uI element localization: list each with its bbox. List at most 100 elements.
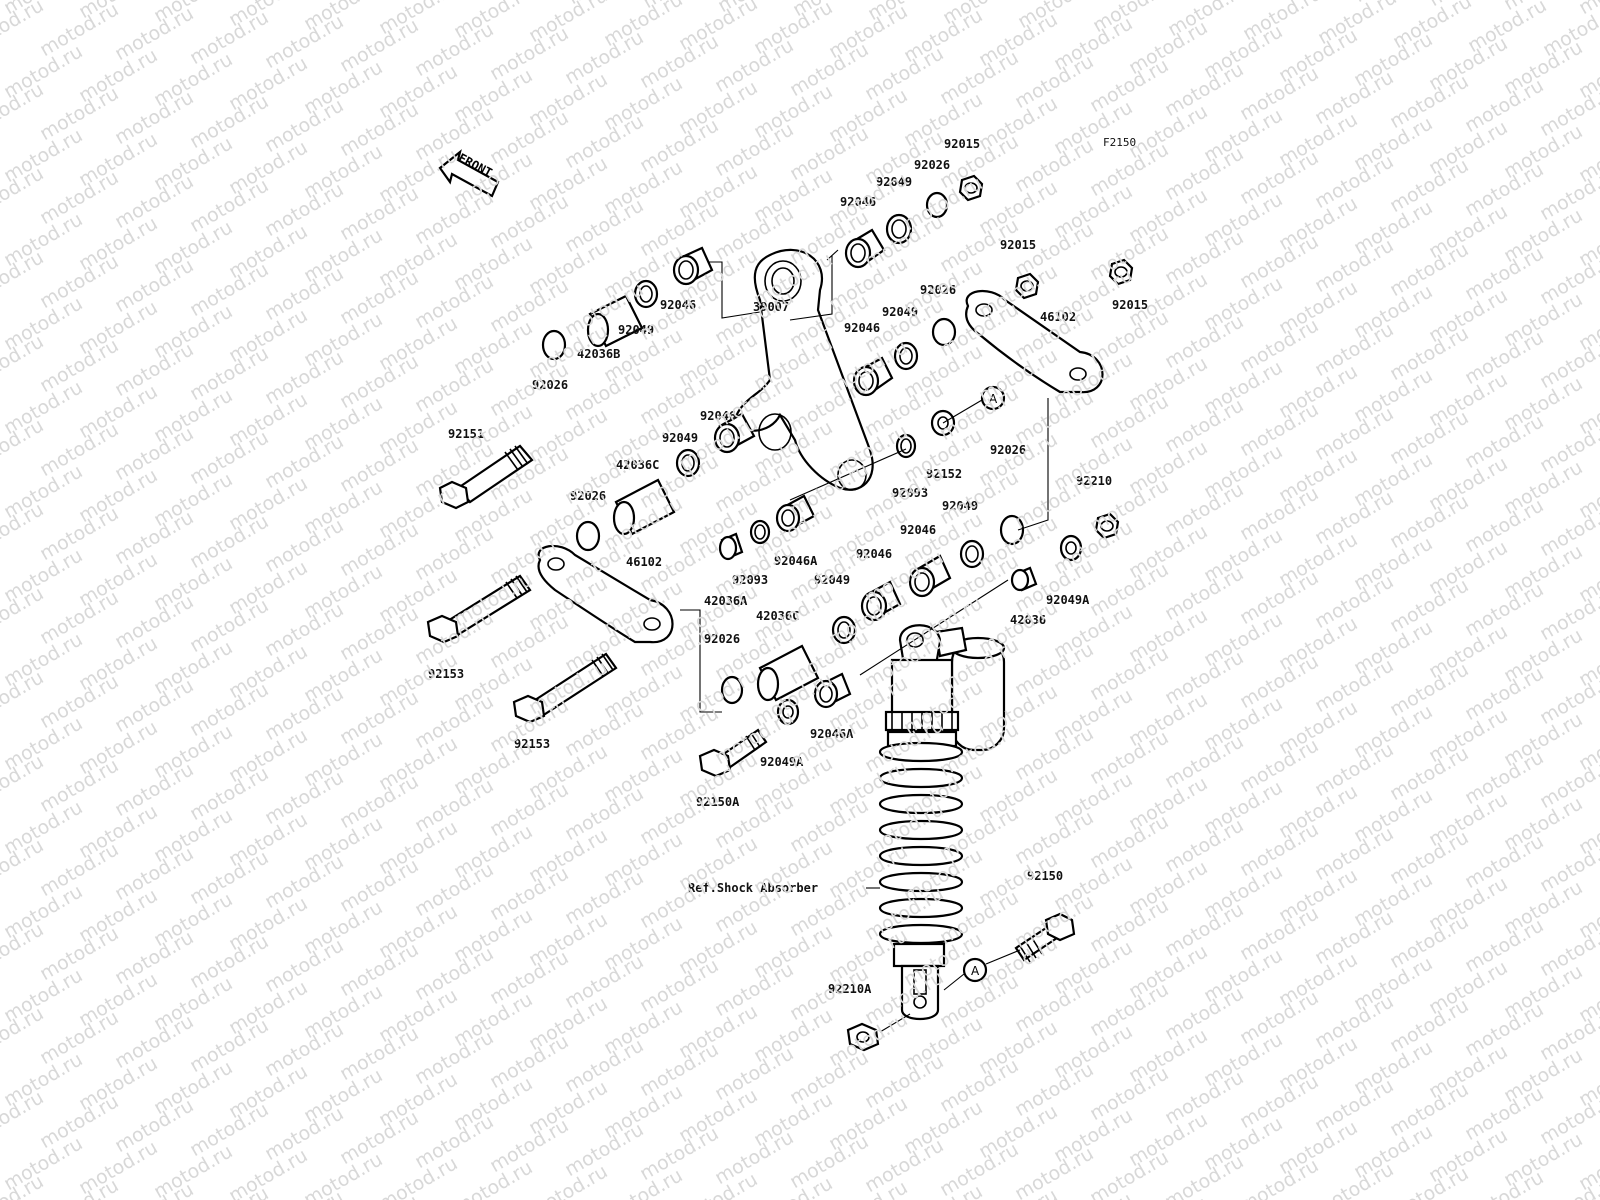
part-label[interactable]: 92049A [760, 755, 804, 769]
nut-92210 [1094, 512, 1120, 540]
part-label[interactable]: 46102 [1040, 310, 1076, 324]
front-arrow-icon: FRONT [438, 149, 500, 198]
callout-a-upper-label: A [989, 392, 998, 406]
part-label[interactable]: 92093 [892, 486, 928, 500]
part-label[interactable]: 42036A [704, 594, 748, 608]
part-label[interactable]: 92150A [696, 795, 740, 809]
part-label[interactable]: 92046 [856, 547, 892, 561]
part-label[interactable]: 92026 [532, 378, 568, 392]
part-label[interactable]: 92153 [428, 667, 464, 681]
link-46102-right [965, 289, 1104, 394]
part-label[interactable]: 92049 [618, 323, 654, 337]
part-label[interactable]: 92015 [1112, 298, 1148, 312]
figure-code: F2150 [1103, 136, 1136, 149]
callout-a-upper: A [980, 385, 1006, 411]
washer-92026-right-mid [999, 514, 1025, 546]
part-labels: 92015 92026 92049 92046 92015 92026 9201… [428, 137, 1148, 996]
part-label[interactable]: 92046 [844, 321, 880, 335]
seal-92093-upper [895, 433, 917, 459]
reference-label[interactable]: Ref.Shock Absorber [688, 881, 818, 895]
part-label[interactable]: 42036C [756, 609, 799, 623]
seal-92049-left-top [633, 279, 659, 309]
washer-92049A-right [1059, 534, 1083, 562]
bolt-92150 [1014, 912, 1076, 963]
hardware-center [698, 409, 1120, 778]
part-label[interactable]: 92049 [876, 175, 912, 189]
part-label[interactable]: 92015 [1000, 238, 1036, 252]
seal-92093-lower [749, 519, 771, 545]
part-label[interactable]: 92049 [814, 573, 850, 587]
washer-92026-left-top [541, 329, 567, 361]
part-label[interactable]: 92049 [882, 305, 918, 319]
nut-92015-mid [1014, 272, 1040, 300]
bolt-92150A [698, 728, 768, 778]
hardware-upper-left [438, 246, 756, 552]
collar-42036B [586, 294, 644, 348]
part-label[interactable]: 92046 [660, 298, 696, 312]
washer-92026-left-mid [575, 520, 601, 552]
shock-spring [878, 741, 964, 945]
washer-92026-top [925, 191, 949, 219]
part-label[interactable]: 42036B [577, 347, 620, 361]
part-label[interactable]: 92026 [990, 443, 1026, 457]
callout-a-lower: A [962, 957, 988, 983]
washer-92049A-lower [776, 698, 800, 726]
bearing-92046-left-mid [713, 412, 756, 454]
rocker-arm-39007 [733, 248, 874, 491]
bearing-92046-center [860, 580, 902, 622]
nut-92210A [846, 1022, 880, 1052]
part-label[interactable]: 92093 [732, 573, 768, 587]
shock-absorber [878, 624, 1006, 1021]
part-label[interactable]: 92046A [774, 554, 818, 568]
part-label[interactable]: 92046 [900, 523, 936, 537]
part-label[interactable]: 92049 [662, 431, 698, 445]
collar-42036A [718, 532, 744, 561]
collar-42036 [1010, 566, 1038, 592]
bearing-92046-top [844, 228, 886, 269]
part-label[interactable]: 92046 [700, 409, 736, 423]
part-label[interactable]: 92026 [920, 283, 956, 297]
collar-42036C-lower [756, 644, 820, 702]
seal-92049-center [831, 615, 857, 645]
part-label[interactable]: 92210 [1076, 474, 1112, 488]
part-label[interactable]: 92046 [840, 195, 876, 209]
part-label[interactable]: 92210A [828, 982, 872, 996]
washer-92026-lower [720, 675, 744, 705]
part-label[interactable]: 39007 [753, 300, 789, 314]
link-46102-left [537, 544, 674, 644]
assembly-lines [680, 249, 1049, 1033]
part-label[interactable]: 92026 [914, 158, 950, 172]
part-label[interactable]: 92049 [942, 499, 978, 513]
bearing-92046-left-top [672, 246, 714, 286]
nut-92015-right [1108, 258, 1134, 286]
seal-92049-top [885, 213, 913, 245]
washer-92026-mid [931, 317, 957, 347]
part-label[interactable]: 92152 [926, 467, 962, 481]
seal-92049-left-mid [675, 448, 701, 478]
nut-92015-top [958, 174, 984, 202]
bearing-92046A-lower [813, 672, 852, 709]
collar-42036C-upper [612, 478, 676, 536]
part-label[interactable]: 92049A [1046, 593, 1090, 607]
part-label[interactable]: 92026 [570, 489, 606, 503]
part-label[interactable]: 92151 [448, 427, 484, 441]
seal-92049-right-mid [959, 539, 985, 569]
bearing-92046-right-mid [908, 554, 952, 598]
bolt-92153-upper [426, 574, 532, 644]
part-label[interactable]: 92026 [704, 632, 740, 646]
part-label[interactable]: 92150 [1027, 869, 1063, 883]
part-label[interactable]: 92015 [944, 137, 980, 151]
bolt-92151 [438, 444, 534, 510]
part-label[interactable]: 42036C [616, 458, 659, 472]
bolt-92153-lower [512, 652, 618, 724]
part-label[interactable]: 92153 [514, 737, 550, 751]
hardware-upper-right [844, 174, 1134, 397]
part-label[interactable]: 42036 [1010, 613, 1046, 627]
bearing-92046-mid [852, 356, 894, 397]
callout-a-lower-label: A [971, 964, 980, 978]
bearing-92046A-upper [775, 494, 816, 533]
part-label[interactable]: 46102 [626, 555, 662, 569]
seal-92049-mid [893, 341, 919, 371]
part-label[interactable]: 92046A [810, 727, 854, 741]
